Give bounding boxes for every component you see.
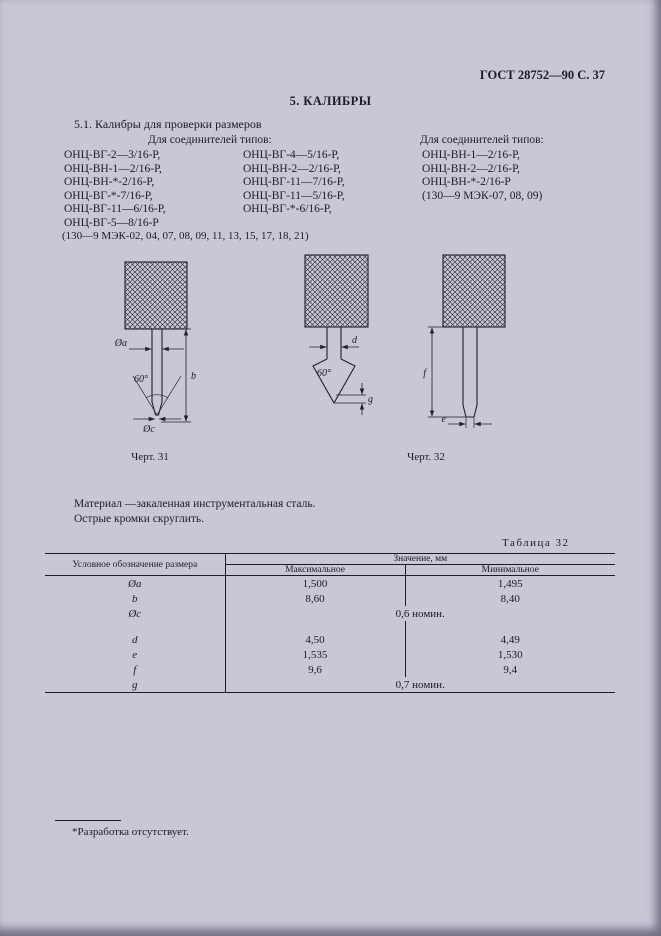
figure-gauge-middle xyxy=(304,254,369,415)
table-row: f 9,6 9,4 xyxy=(45,662,615,677)
size-name: e xyxy=(45,647,226,662)
knurled-body xyxy=(304,254,369,328)
dim-label-g: g xyxy=(368,394,373,405)
chamfered-tip xyxy=(462,404,478,418)
mek-note: (130—9 МЭК-02, 04, 07, 08, 09, 11, 13, 1… xyxy=(62,230,309,242)
dim-label-e: e xyxy=(442,414,447,425)
list-item: ОНЦ-ВГ-11—6/16-Р, xyxy=(64,203,166,216)
list-item: ОНЦ-ВН-*-2/16-Р, xyxy=(64,176,155,189)
size-name: g xyxy=(45,677,226,693)
spacer-row xyxy=(45,621,615,632)
connector-list-2: ОНЦ-ВГ-4—5/16-Р, ОНЦ-ВН-2—2/16-Р, ОНЦ-ВГ… xyxy=(243,149,345,217)
dim-label-b: b xyxy=(191,371,196,382)
figure-gauge-32 xyxy=(428,254,506,428)
cone-tip xyxy=(151,401,163,416)
min-value: 1,530 xyxy=(497,648,523,661)
dim-label-d: d xyxy=(352,335,358,346)
table-caption: Таблица 32 xyxy=(502,537,570,549)
table-row: g 0,7 номин. xyxy=(45,677,615,693)
footnote-rule xyxy=(55,820,121,821)
max-value: 1,500 xyxy=(225,575,406,591)
figure-gauge-31 xyxy=(124,261,191,423)
list-item: (130—9 МЭК-07, 08, 09) xyxy=(422,189,543,202)
note-line: Материал —закаленная инструментальная ст… xyxy=(74,498,316,510)
table-row: Øa 1,500 1,495 xyxy=(45,575,615,591)
technical-drawings: Øa 60° Øc b d 60° g xyxy=(114,254,506,463)
min-column-header: Минимальное xyxy=(405,564,615,576)
figure-31-caption: Черт. 31 xyxy=(131,451,169,463)
value-header: Значение, мм xyxy=(225,553,615,565)
min-value: 8,40 xyxy=(500,592,520,605)
dim-label-angle-31: 60° xyxy=(134,374,148,385)
size-column-header: Условное обозначение размера xyxy=(45,553,226,576)
size-name: b xyxy=(45,591,226,606)
connector-list-1: ОНЦ-ВГ-2—3/16-Р, ОНЦ-ВН-1—2/16-Р, ОНЦ-ВН… xyxy=(64,149,166,231)
min-value: 1,495 xyxy=(497,577,523,590)
material-notes: Материал —закаленная инструментальная ст… xyxy=(74,497,316,526)
min-value: 4,49 xyxy=(500,633,520,646)
subsection-title: 5.1. Калибры для проверки размеров xyxy=(74,117,262,131)
knurled-body xyxy=(124,261,188,330)
connector-list-3: ОНЦ-ВН-1—2/16-Р, ОНЦ-ВН-2—2/16-Р, ОНЦ-ВН… xyxy=(422,149,542,203)
knurled-body xyxy=(442,254,506,328)
list-item: ОНЦ-ВН-1—2/16-Р, xyxy=(422,149,520,161)
footnote: *Разработка отсутствует. xyxy=(72,826,189,838)
max-value: 9,6 xyxy=(225,662,406,677)
gost-header: ГОСТ 28752—90 С. 37 xyxy=(479,68,605,82)
table-row: e 1,535 1,530 xyxy=(45,647,615,662)
list-item: ОНЦ-ВГ-4—5/16-Р, xyxy=(243,149,340,161)
list-item: ОНЦ-ВН-2—2/16-Р, xyxy=(243,162,341,175)
max-column-header: Максимальное xyxy=(225,564,406,576)
dim-label-dia-c: Øc xyxy=(142,424,155,435)
list-item: ОНЦ-ВГ-2—3/16-Р, xyxy=(64,149,161,161)
size-name: d xyxy=(45,632,226,647)
dim-label-f: f xyxy=(423,368,427,379)
max-value: 8,60 xyxy=(225,591,406,606)
connectors-left-header: Для соединителей типов: xyxy=(148,134,272,146)
dimensions-table: Условное обозначение размера Значение, м… xyxy=(45,553,615,693)
connectors-right-header: Для соединителей типов: xyxy=(420,134,544,146)
dim-label-angle-32: 60° xyxy=(317,368,331,379)
section-title: 5. КАЛИБРЫ xyxy=(289,94,372,108)
note-line: Острые кромки скруглить. xyxy=(74,512,205,525)
max-value: 1,535 xyxy=(225,647,406,662)
dim-label-dia-a: Øa xyxy=(114,338,127,349)
list-item: ОНЦ-ВН-*-2/16-Р xyxy=(422,176,511,189)
table-row: b 8,60 8,40 xyxy=(45,591,615,606)
nominal-value: 0,6 номин. xyxy=(395,607,445,620)
list-item: ОНЦ-ВГ-*-6/16-Р, xyxy=(243,203,332,216)
list-item: ОНЦ-ВГ-*-7/16-Р, xyxy=(64,189,153,202)
figure-32-caption: Черт. 32 xyxy=(407,451,445,463)
list-item: ОНЦ-ВГ-5—8/16-Р xyxy=(64,216,159,229)
list-item: ОНЦ-ВН-1—2/16-Р, xyxy=(64,162,162,175)
list-item: ОНЦ-ВГ-11—5/16-Р, xyxy=(243,189,345,202)
cone-tip xyxy=(312,358,356,405)
size-name: f xyxy=(45,662,226,677)
table-row: Øc 0,6 номин. xyxy=(45,606,615,621)
size-name: Øa xyxy=(45,575,226,591)
max-value: 4,50 xyxy=(225,632,406,647)
list-item: ОНЦ-ВН-2—2/16-Р, xyxy=(422,162,520,175)
table-row: d 4,50 4,49 xyxy=(45,632,615,647)
list-item: ОНЦ-ВГ-11—7/16-Р, xyxy=(243,176,345,189)
size-name: Øc xyxy=(45,606,226,621)
nominal-value: 0,7 номин. xyxy=(395,678,445,691)
min-value: 9,4 xyxy=(503,663,518,676)
